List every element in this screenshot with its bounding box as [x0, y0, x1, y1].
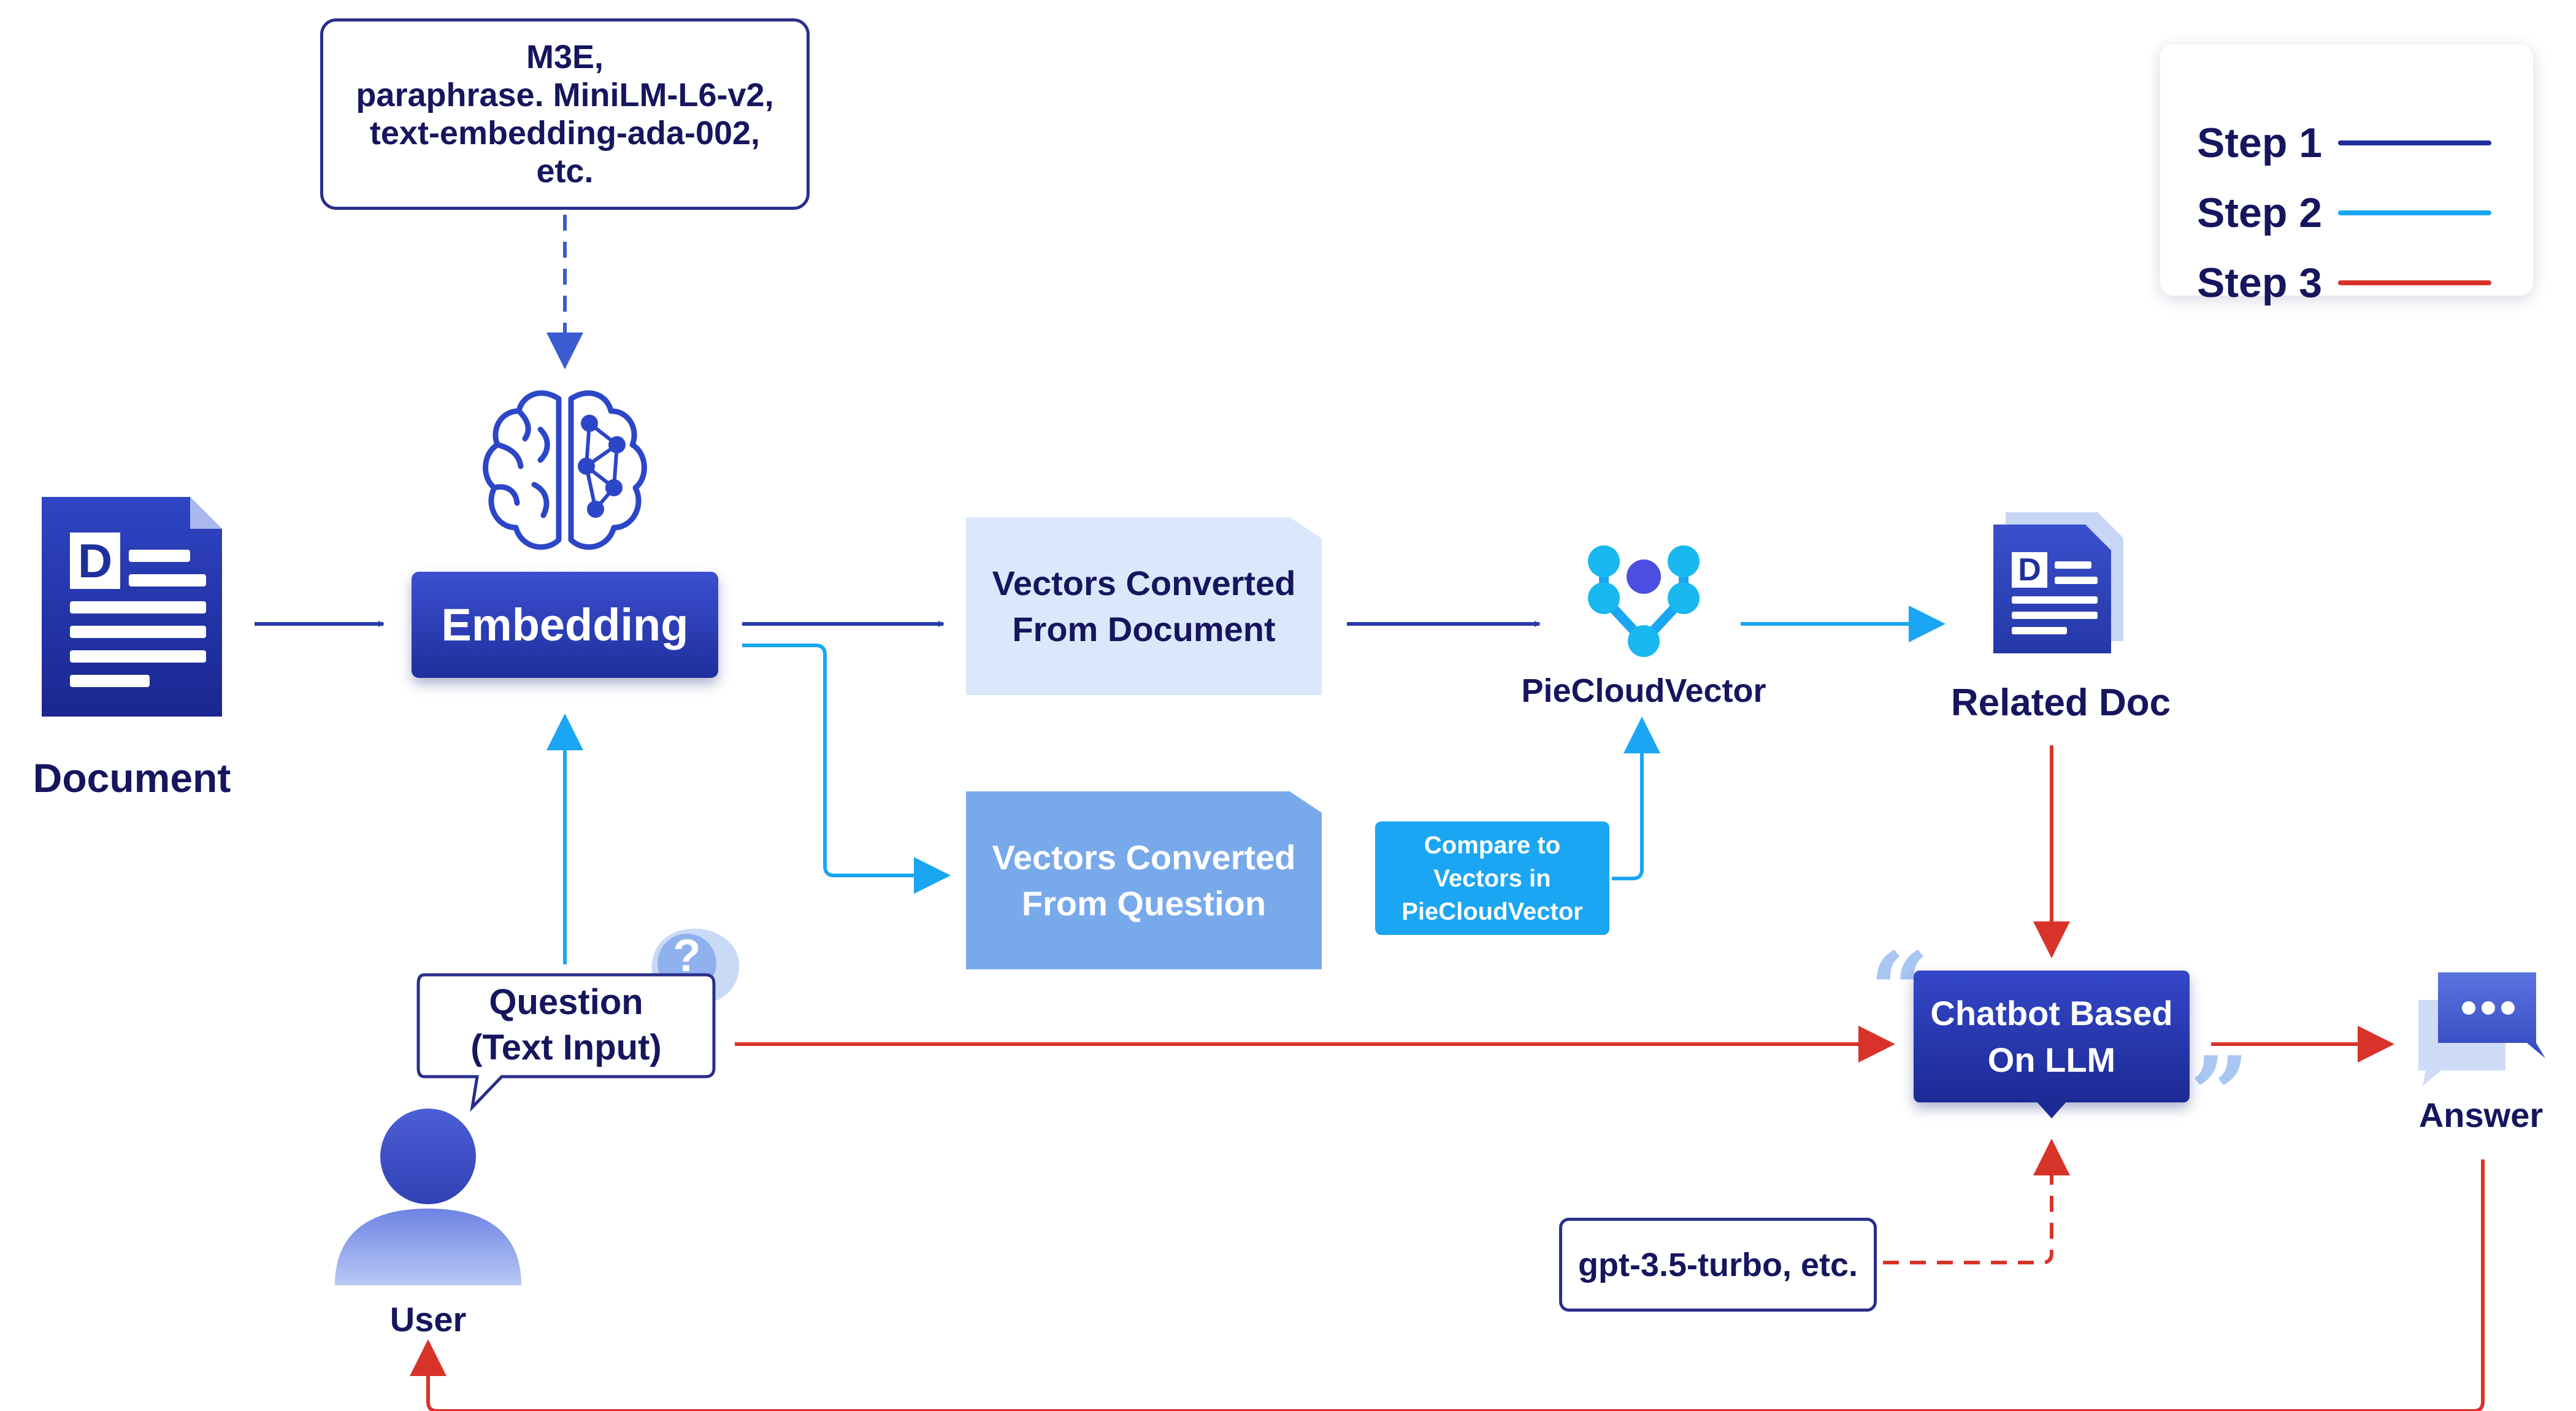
- vectors-from-document-card: Vectors Converted From Document: [966, 517, 1322, 695]
- document-icon: [42, 497, 222, 717]
- legend-label: Step 1: [2197, 120, 2323, 166]
- question-bubble-glyph: ?: [673, 930, 701, 981]
- piecloudvector-label: PieCloudVector: [1521, 672, 1766, 709]
- embedding-node: Embedding: [412, 572, 718, 678]
- related-doc-label: Related Doc: [1950, 682, 2171, 724]
- document-node: D Document: [31, 491, 233, 816]
- arrow-answer-to-user: [410, 1159, 2485, 1411]
- legend-line-step-3: [2338, 280, 2491, 285]
- chatbot-node: Chatbot Based On LLM: [1914, 971, 2190, 1102]
- document-icon-letter: D: [77, 534, 113, 588]
- legend: Step 1 Step 2 Step 3: [2160, 44, 2533, 306]
- embedding-models-text: M3E, paraphrase. MiniLM-L6-v2, text-embe…: [356, 39, 774, 190]
- arrow-llm-models-to-chatbot: [1883, 1139, 2070, 1264]
- related-doc-icon-letter: D: [2018, 552, 2041, 588]
- legend-line-step-2: [2338, 210, 2491, 215]
- document-label: Document: [33, 755, 231, 801]
- embedding-models-box: M3E, paraphrase. MiniLM-L6-v2, text-embe…: [320, 18, 810, 210]
- user-icon: [335, 1109, 521, 1285]
- legend-label: Step 3: [2197, 260, 2323, 306]
- answer-chat-icon: [2418, 972, 2545, 1086]
- vectors-from-question-card: Vectors Converted From Question: [966, 791, 1322, 969]
- user-label: User: [389, 1300, 467, 1339]
- close-quote-icon: ”: [2190, 1034, 2250, 1156]
- legend-item-step-3: Step 3: [2197, 258, 2491, 307]
- question-speech-bubble: [416, 973, 716, 1112]
- llm-models-box: gpt-3.5-turbo, etc.: [1559, 1218, 1877, 1312]
- question-label: Question (Text Input): [470, 982, 662, 1067]
- arrow-embedding-to-vectors-question: [742, 644, 951, 894]
- brain-icon: [483, 390, 647, 550]
- compare-to-vectors-box: Compare to Vectors in PieCloudVector: [1375, 821, 1609, 935]
- chatbot-pointer: [2036, 1101, 2067, 1118]
- arrow-compare-to-piecloudvector: [1612, 717, 1660, 880]
- legend-label: Step 2: [2197, 190, 2323, 236]
- legend-line-step-1: [2338, 140, 2491, 145]
- answer-label: Answer: [2418, 1096, 2543, 1134]
- legend-item-step-1: Step 1: [2197, 118, 2491, 167]
- related-document-icon: [1993, 512, 2123, 653]
- legend-item-step-2: Step 2: [2197, 188, 2491, 237]
- piecloudvector-logo-icon: [1588, 545, 1700, 657]
